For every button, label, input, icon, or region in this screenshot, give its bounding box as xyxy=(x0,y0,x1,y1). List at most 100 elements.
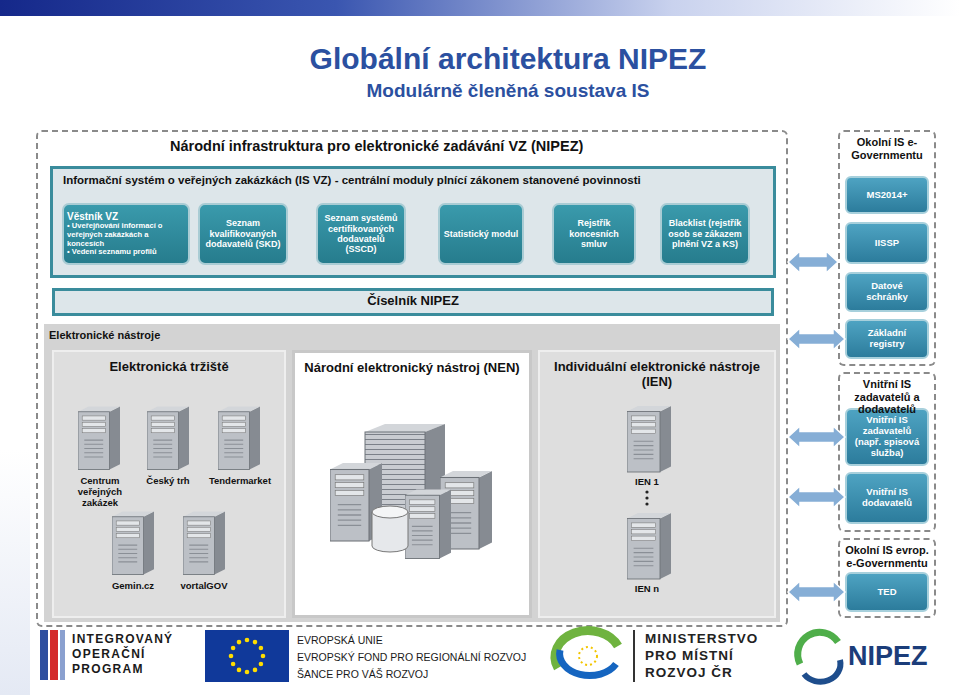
system-box: TED xyxy=(845,572,929,612)
double-arrow xyxy=(788,251,838,273)
server-label: Český trh xyxy=(133,476,203,487)
program-logo-text: INTEGROVANÝ OPERAČNÍ PROGRAM xyxy=(72,632,190,677)
nipez-arc xyxy=(804,660,840,682)
iop-stripe xyxy=(40,630,48,680)
node-text: Vnitřní IS dodavatelů xyxy=(850,487,924,509)
label-wrap: Tendermarket xyxy=(200,476,280,487)
label-wrap: IEN n xyxy=(614,584,680,595)
module-box: Seznam systémů certifikovaných dodavatel… xyxy=(316,203,406,265)
node-text: Okolní IS e-Governmentu xyxy=(840,132,934,161)
eu-text: EVROPSKÝ FOND PRO REGIONÁLNÍ ROZVOJ xyxy=(297,651,537,663)
system-box: Základní registry xyxy=(845,319,929,359)
infrastructure-frame: Národní infrastruktura pro elektronické … xyxy=(36,130,788,627)
iop-stripe xyxy=(60,630,65,680)
node-text: TED xyxy=(850,587,924,598)
node-text: Elektronické nástroje xyxy=(44,324,780,342)
system-group: Vnitřní IS zadavatelů a dodavatelůVnitřn… xyxy=(838,372,936,532)
node-text: Věstník VZ xyxy=(67,211,185,223)
eu-star xyxy=(245,638,250,643)
label-wrap: Gemin.cz xyxy=(93,581,173,592)
node-text: Číselník NIPEZ xyxy=(55,291,771,311)
node-text: Datové schránky xyxy=(850,281,924,303)
label-wrap: INTEGROVANÝ OPERAČNÍ PROGRAM xyxy=(72,632,190,677)
tool-panel: Národní elektronický nástroj (NEN) xyxy=(292,350,532,618)
eu-stars xyxy=(229,638,266,675)
mmr-divider xyxy=(633,630,635,682)
label-wrap: NIPEZ xyxy=(848,641,948,672)
module-box: Věstník VZ• Uveřejňování informací o veř… xyxy=(62,203,190,265)
eu-star xyxy=(231,662,236,667)
server-icon xyxy=(330,463,382,541)
node-text: Informační systém o veřejných zakázkách … xyxy=(53,169,773,187)
nipez-arc xyxy=(798,632,838,664)
database-cylinder xyxy=(372,512,408,552)
database-top xyxy=(372,506,408,518)
node-text: Blacklist (rejstřík osob se zákazem plně… xyxy=(665,218,745,249)
module-box: Seznam kvalifikovaných dodavatelů (SKD) xyxy=(198,203,288,265)
server-label: Centrum veřejných zakázek xyxy=(62,476,138,509)
title: Globální architektura NIPEZ xyxy=(150,42,866,77)
label-wrap: ŠANCE PRO VÁŠ ROZVOJ xyxy=(297,668,537,680)
node-text: Základní registry xyxy=(850,328,924,350)
node-text: Individuální elektronické nástroje (IEN) xyxy=(540,352,774,390)
double-arrow xyxy=(788,486,845,508)
server-label: IEN n xyxy=(614,584,680,595)
label-wrap: IEN 1 xyxy=(614,477,680,488)
eu-star xyxy=(237,640,242,645)
label-wrap: MINISTERSTVO PRO MÍSTNÍ ROZVOJ ČR xyxy=(645,630,770,681)
node-text: • Uveřejňování informací o veřejných zak… xyxy=(67,222,185,248)
server-label: Gemin.cz xyxy=(93,581,173,592)
rack-top xyxy=(365,424,445,432)
eu-star xyxy=(245,670,250,675)
ellipsis-dot xyxy=(645,496,648,499)
node-text: Seznam kvalifikovaných dodavatelů (SKD) xyxy=(203,218,283,249)
node-text: Elektronická tržiště xyxy=(54,352,284,375)
server-icon xyxy=(627,406,671,472)
system-box: Datové schránky xyxy=(845,272,929,312)
node-text: • Vedení seznamu profilů xyxy=(67,248,185,257)
eu-star xyxy=(231,646,236,651)
label-wrap: Český trh xyxy=(133,476,203,487)
node-text: MS2014+ xyxy=(850,190,924,201)
top-bar xyxy=(0,0,960,16)
label-wrap: EVROPSKÝ FOND PRO REGIONÁLNÍ ROZVOJ xyxy=(297,651,537,663)
server-icon xyxy=(78,407,120,470)
server-icon xyxy=(627,513,671,579)
server-icon xyxy=(147,407,189,470)
system-box: Vnitřní IS zadavatelů (např. spisová slu… xyxy=(845,408,929,466)
subtitle: Modulárně členěná soustava IS xyxy=(150,80,866,102)
node-text: Okolní IS evrop. e-Governmentu xyxy=(840,540,934,569)
ellipsis-dot xyxy=(645,490,648,493)
node-text: Národní elektronický nástroj (NEN) xyxy=(295,353,529,376)
iop-stripe xyxy=(50,630,58,680)
label-wrap: EVROPSKÁ UNIE xyxy=(297,634,537,646)
system-box: MS2014+ xyxy=(845,176,929,214)
eu-star xyxy=(259,662,264,667)
side-band xyxy=(0,450,30,695)
eu-star xyxy=(259,646,264,651)
eu-text: EVROPSKÁ UNIE xyxy=(297,634,537,646)
node-text: IISSP xyxy=(850,238,924,249)
server-label: IEN 1 xyxy=(614,477,680,488)
mmr-arc xyxy=(560,650,616,676)
codelist-band: Číselník NIPEZ xyxy=(52,288,774,316)
nipez-logo-text: NIPEZ xyxy=(848,641,948,672)
module-box: Blacklist (rejstřík osob se zákazem plně… xyxy=(660,203,750,265)
rack-front xyxy=(365,432,425,530)
server-label: vortalGOV xyxy=(164,581,244,592)
title-wrap: Globální architektura NIPEZ xyxy=(150,42,866,77)
label-wrap: vortalGOV xyxy=(164,581,244,592)
label-wrap: Modulárně členěná soustava IS xyxy=(150,80,866,102)
double-arrow xyxy=(788,328,845,350)
server-icon xyxy=(405,490,451,559)
mmr-arc xyxy=(555,631,618,668)
node-text: Vnitřní IS zadavatelů (např. spisová slu… xyxy=(850,415,924,459)
server-label: Tendermarket xyxy=(200,476,280,487)
server-icon xyxy=(440,471,492,549)
system-box: Vnitřní IS dodavatelů xyxy=(845,472,929,524)
system-group: Okolní IS evrop. e-GovernmentuTED xyxy=(838,538,936,618)
tools-panel: Elektronické nástrojeElektronická tržišt… xyxy=(44,324,780,622)
double-arrow xyxy=(788,426,845,448)
eu-star xyxy=(237,668,242,673)
